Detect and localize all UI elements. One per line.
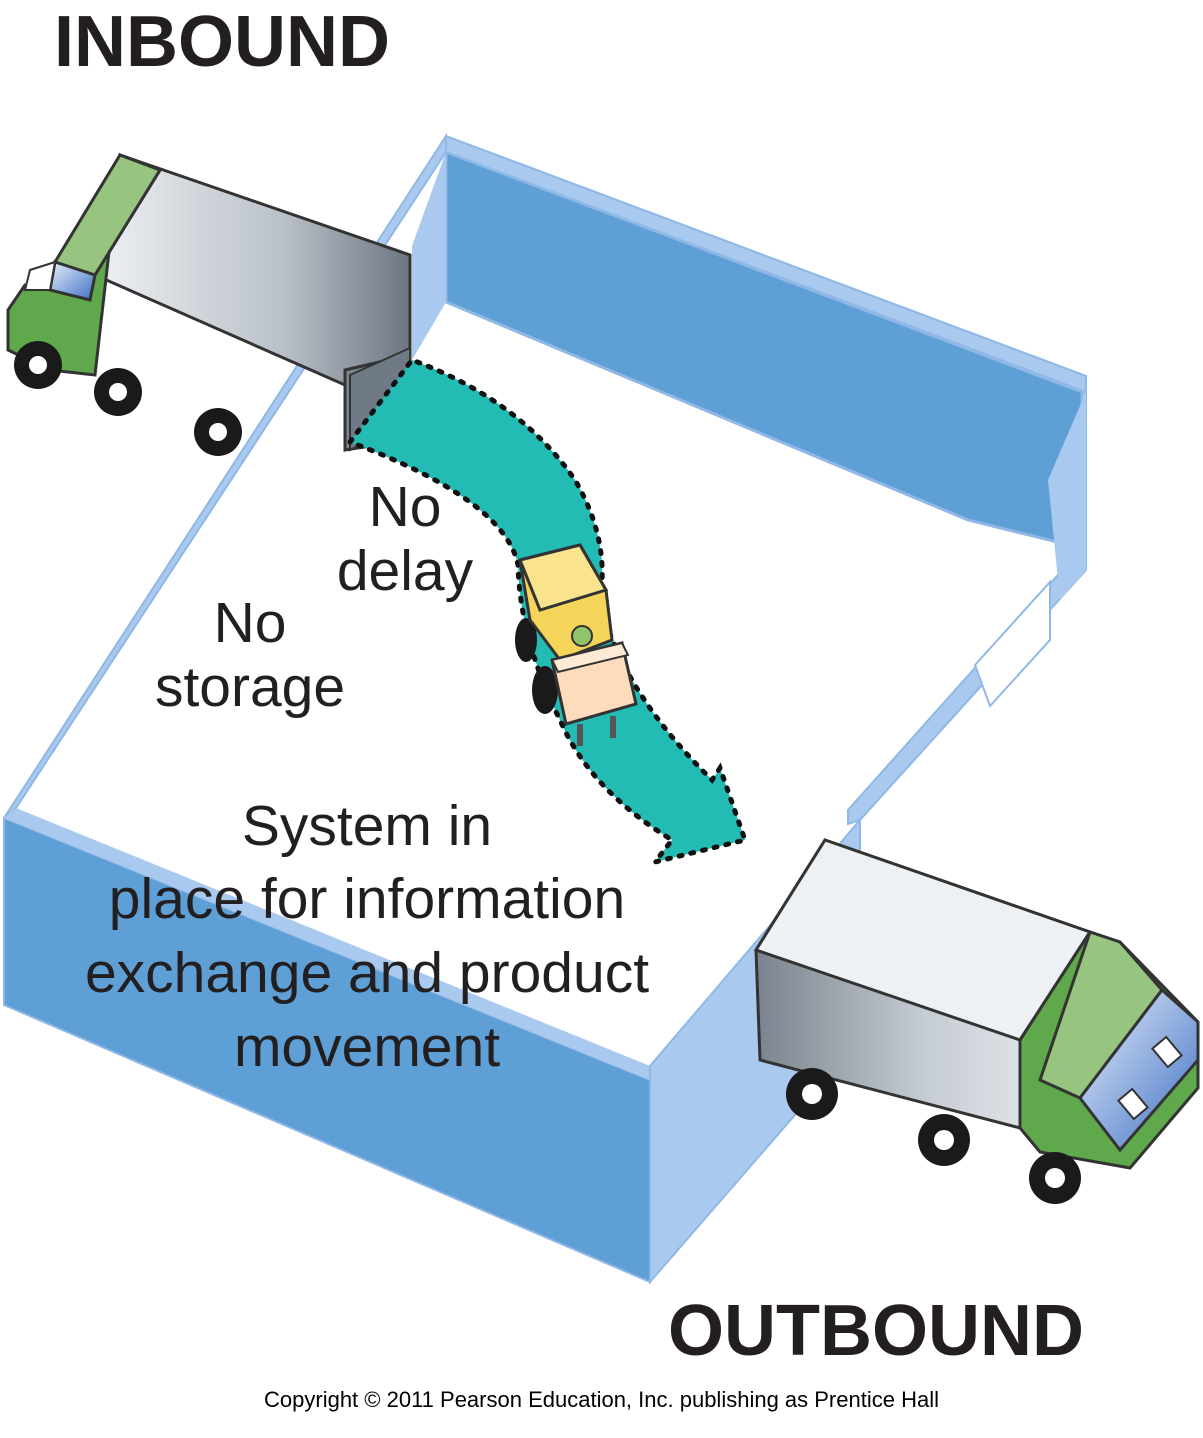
copyright-notice: Copyright © 2011 Pearson Education, Inc.… xyxy=(264,1387,939,1412)
no-delay-label-line1: No xyxy=(369,475,442,539)
system-label-line3: exchange and product xyxy=(85,941,649,1005)
inbound-heading: INBOUND xyxy=(54,2,390,82)
system-label-line2: place for information xyxy=(109,867,625,931)
no-delay-label-line2: delay xyxy=(337,539,474,603)
forklift-icon xyxy=(515,543,638,746)
system-label-line4: movement xyxy=(234,1015,500,1079)
no-storage-label-line1: No xyxy=(214,591,287,655)
system-label-line1: System in xyxy=(242,794,492,858)
no-storage-label-line2: storage xyxy=(155,655,345,719)
outbound-heading: OUTBOUND xyxy=(668,1291,1084,1371)
inbound-truck-icon xyxy=(6,152,412,456)
outbound-truck-icon xyxy=(753,838,1200,1204)
